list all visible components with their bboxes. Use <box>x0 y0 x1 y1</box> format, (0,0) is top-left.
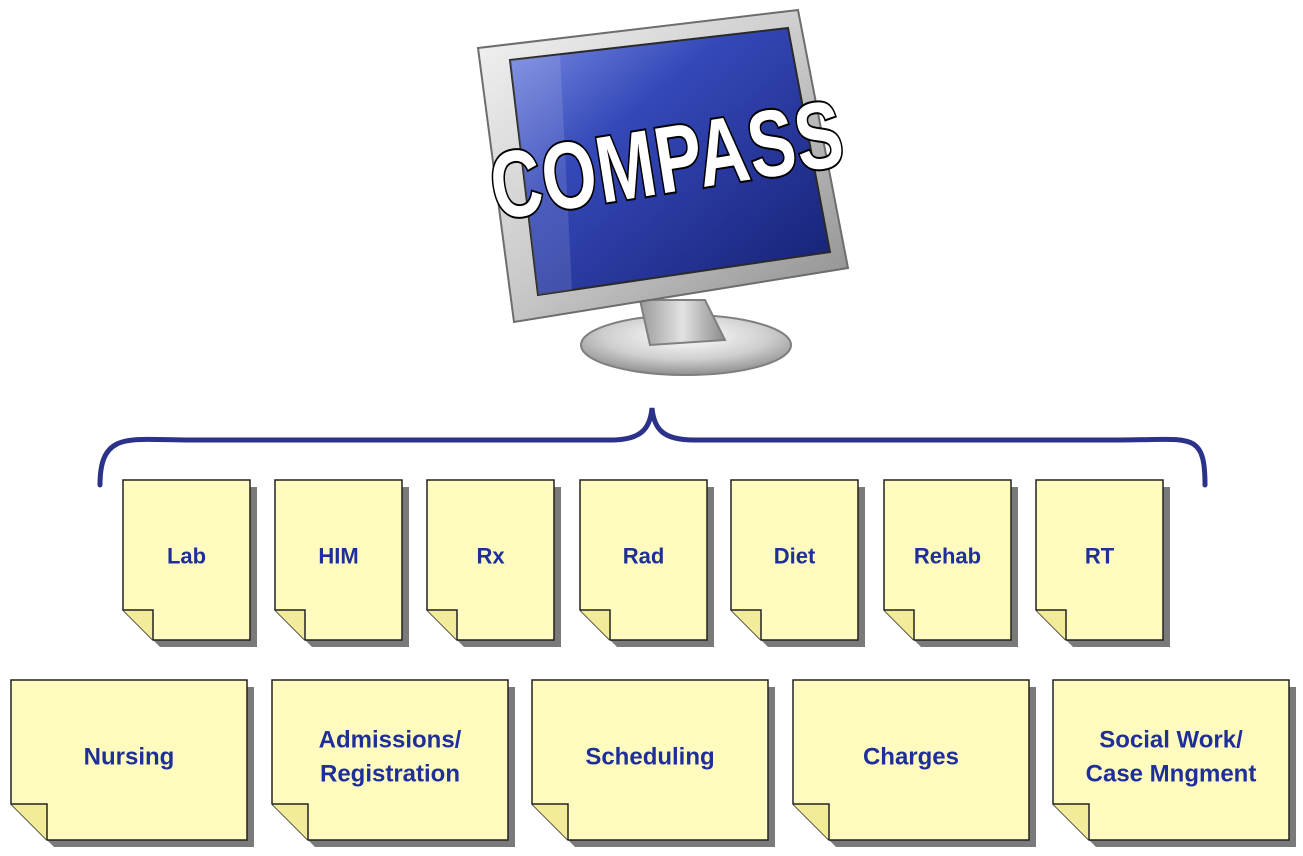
note-label: Diet <box>774 544 816 569</box>
monitor-screen <box>508 26 832 297</box>
monitor-icon: COMPASS <box>476 8 853 376</box>
note-label: Case Mngment <box>1086 760 1257 787</box>
note-body <box>730 479 859 641</box>
note-body <box>531 679 769 841</box>
module-note-diet: Diet <box>730 479 865 647</box>
note-body <box>883 479 1012 641</box>
note-label: Rx <box>476 544 505 569</box>
note-fold <box>1053 803 1090 840</box>
module-notes: Lab HIM Rx Rad Diet Rehab RT Nursing Admissions/… <box>10 479 1296 847</box>
note-label: Rad <box>623 544 665 569</box>
note-body <box>274 479 403 641</box>
module-note-nursing: Nursing <box>10 679 254 847</box>
note-body <box>1035 479 1164 641</box>
note-body <box>426 479 555 641</box>
note-label: Scheduling <box>585 743 714 770</box>
note-fold <box>731 609 762 640</box>
note-label: Nursing <box>84 743 175 770</box>
note-label: Rehab <box>914 544 981 569</box>
note-label: Charges <box>863 743 959 770</box>
note-fold <box>884 609 915 640</box>
note-label: Admissions/ <box>319 726 462 753</box>
grouping-brace <box>97 407 1208 488</box>
monitor-glare <box>510 55 572 295</box>
module-note-social-work: Social Work/Case Mngment <box>1052 679 1296 847</box>
note-fold <box>532 803 569 840</box>
note-label: Lab <box>167 544 206 569</box>
module-note-rehab: Rehab <box>883 479 1018 647</box>
note-fold <box>580 609 611 640</box>
module-note-rad: Rad <box>579 479 714 647</box>
note-fold <box>427 609 458 640</box>
module-note-charges: Charges <box>792 679 1036 847</box>
note-fold <box>275 609 306 640</box>
note-fold <box>793 803 830 840</box>
note-fold <box>1036 609 1067 640</box>
note-label: Registration <box>320 760 460 787</box>
module-note-rt: RT <box>1035 479 1170 647</box>
note-body <box>122 479 251 641</box>
module-note-admissions: Admissions/Registration <box>271 679 515 847</box>
note-fold <box>123 609 154 640</box>
note-label: Social Work/ <box>1099 726 1243 753</box>
note-label: RT <box>1085 544 1115 569</box>
note-fold <box>11 803 48 840</box>
note-body <box>792 679 1030 841</box>
note-body <box>10 679 248 841</box>
note-fold <box>272 803 309 840</box>
module-note-him: HIM <box>274 479 409 647</box>
monitor-neck <box>638 299 727 347</box>
module-note-scheduling: Scheduling <box>531 679 775 847</box>
module-note-rx: Rx <box>426 479 561 647</box>
module-note-lab: Lab <box>122 479 257 647</box>
note-label: HIM <box>318 544 358 569</box>
note-body <box>579 479 708 641</box>
note-body <box>271 679 509 841</box>
note-body <box>1052 679 1290 841</box>
